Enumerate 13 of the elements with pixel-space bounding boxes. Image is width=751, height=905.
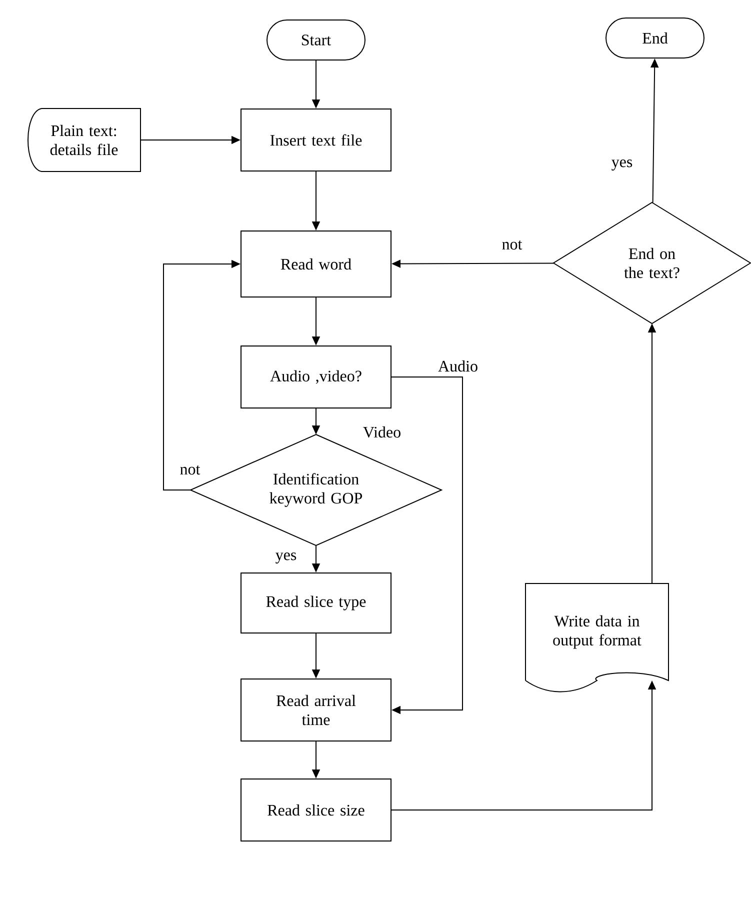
process-box: Read slice type bbox=[240, 572, 392, 634]
arrow bbox=[391, 376, 463, 714]
process-box: Read arrival time bbox=[240, 678, 392, 742]
process-box: Read word bbox=[240, 230, 392, 298]
process-box: Read slice size bbox=[240, 778, 392, 842]
edge-label: yes bbox=[274, 552, 298, 564]
edge-label: not bbox=[500, 239, 524, 251]
edge-label: yes bbox=[610, 158, 634, 172]
process-box: Audio ,video? bbox=[240, 346, 392, 408]
edge-label: Audio bbox=[437, 359, 479, 373]
data-shape: Plain text: details file bbox=[28, 108, 141, 172]
process-box: Insert text file bbox=[240, 108, 392, 172]
document-shape: Write data in output format bbox=[525, 583, 669, 692]
